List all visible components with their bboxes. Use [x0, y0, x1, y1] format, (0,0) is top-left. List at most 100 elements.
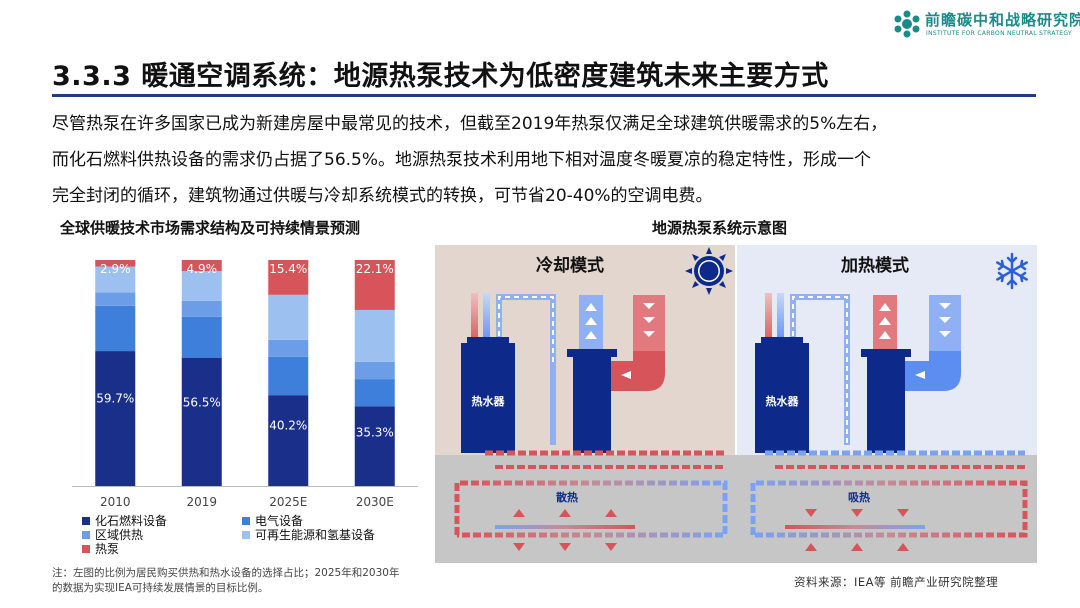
water-heater-pipe [777, 293, 784, 345]
water-heater-cap [467, 337, 509, 345]
sun-icon [685, 247, 733, 295]
water-heater-unit [461, 343, 515, 453]
data-label: 22.1% [356, 262, 394, 276]
bar-segment-2 [354, 379, 395, 407]
water-heater-label: 热水器 [766, 394, 800, 408]
hot-air-duct-elbow [611, 351, 665, 391]
heat-pump-unit [867, 349, 905, 453]
x-tick-label: 2025E [269, 495, 307, 509]
legend-label: 可再生能源和氢基设备 [255, 528, 376, 542]
data-label: 4.9% [187, 262, 218, 276]
legend-label: 区域供热 [95, 528, 144, 542]
legend-item: 可再生能源和氢基设备 [242, 526, 375, 543]
bar-segment-4 [354, 309, 395, 362]
diagram-title: 地源热泵系统示意图 [652, 219, 788, 237]
brand-name-cn: 前瞻碳中和战略研究院 [925, 11, 1080, 29]
bar-segment-3 [354, 361, 395, 380]
bar-segment-5 [268, 260, 309, 295]
bar-segment-2 [268, 356, 309, 396]
legend-item: 热泵 [82, 540, 119, 557]
bar-segment-3 [95, 292, 136, 306]
water-heater-pipe [483, 293, 490, 345]
bar-segment-4 [181, 271, 222, 301]
legend-swatch [242, 516, 250, 525]
stacked-bar-chart: 59.7% 2.9% 2010 56.5% 4.9% 2019 40.2% 15.4% 2025… [72, 260, 418, 509]
snowflake-icon [996, 252, 1028, 290]
supply-pipe [792, 296, 848, 445]
brand-logo: 前瞻碳中和战略研究院 INSTITUTE FOR CARBON NEUTRAL … [893, 8, 1080, 48]
ground-loop-center-cold [785, 525, 925, 529]
legend-swatch [82, 516, 90, 525]
legend-label: 化石燃料设备 [95, 514, 168, 528]
bar-segment-4 [268, 294, 309, 340]
bar-segment-5 [95, 260, 136, 267]
water-heater-pipe [471, 293, 478, 345]
data-source: 资料来源：IEA等 前瞻产业研究院整理 [794, 575, 999, 589]
ground-loop-outer [454, 480, 728, 538]
bar-segment-1 [354, 406, 395, 486]
bar-segment-5 [354, 260, 395, 310]
heat-pump-unit-top [567, 349, 617, 357]
ground-loop-outer [750, 480, 1028, 538]
brand-name-en: INSTITUTE FOR CARBON NEUTRAL STRATEGY [926, 30, 1072, 37]
bar-segment-1 [268, 395, 309, 486]
chart-footnote: 注：左图的比例为居民购买供热和热水设备的选择占比；2025年和2030年的数据为… [52, 567, 400, 594]
legend-item: 化石燃料设备 [82, 512, 167, 529]
flow-arrow [621, 371, 631, 379]
heat-release-label: 散热 [556, 490, 578, 504]
vent-arrows [939, 303, 951, 337]
bar-segment-5 [181, 260, 222, 272]
bar-segment-1 [181, 357, 222, 486]
legend-label: 热泵 [95, 542, 120, 556]
cold-air-duct-elbow [905, 351, 961, 391]
intro-line-3: 完全封闭的循环，建筑物通过供暖与冷却系统模式的转换，可节省20-40%的空调电费… [52, 186, 713, 206]
x-tick-label: 2019 [186, 495, 217, 509]
chart-legend: 化石燃料设备 电气设备区域供热 可再生能源和氢基设备热泵 [82, 512, 422, 556]
vent-arrows [879, 303, 891, 339]
title-divider [52, 94, 1036, 97]
geothermal-heat-pump-diagram: 冷却模式 加热模式 热水器 [435, 245, 1037, 563]
bar-segment-1 [95, 351, 136, 486]
legend-item: 区域供热 [82, 526, 143, 543]
vent-arrows [643, 303, 655, 337]
supply-pipe [498, 296, 554, 363]
legend-label: 电气设备 [255, 514, 304, 528]
heating-mode-label: 加热模式 [840, 255, 909, 276]
bar-segment-3 [181, 300, 222, 317]
data-label: 56.5% [183, 395, 221, 409]
heat-flow-arrows [513, 509, 909, 551]
intro-line-1: 尽管热泵在许多国家已成为新建房屋中最常见的技术，但截至2019年热泵仅满足全球建… [52, 114, 888, 134]
x-tick-label: 2030E [356, 495, 394, 509]
heat-absorb-label: 吸热 [848, 490, 870, 504]
ground-layer [435, 455, 1037, 563]
water-heater-unit [755, 343, 809, 453]
cooling-mode-label: 冷却模式 [536, 255, 604, 276]
data-label: 40.2% [269, 419, 307, 433]
data-label: 59.7% [96, 391, 134, 405]
water-heater-pipe [765, 293, 772, 345]
page-title: 3.3.3 暖通空调系统：地源热泵技术为低密度建筑未来主要方式 [52, 61, 829, 92]
data-label: 2.9% [100, 262, 131, 276]
intro-paragraph: 尽管热泵在许多国家已成为新建房屋中最常见的技术，但截至2019年热泵仅满足全球建… [52, 106, 1042, 214]
data-label: 35.3% [356, 426, 394, 440]
heat-pump-unit [573, 349, 611, 453]
x-tick-label: 2010 [100, 495, 131, 509]
flow-arrow [915, 371, 925, 379]
water-heater-label: 热水器 [472, 394, 506, 408]
legend-item: 电气设备 [242, 512, 303, 529]
vent-arrows [585, 303, 597, 339]
chart-title: 全球供暖技术市场需求结构及可持续情景预测 [60, 219, 361, 237]
bar-segment-3 [268, 339, 309, 357]
ground-loop-center-hot [495, 525, 635, 529]
brand-logo-icon [894, 10, 920, 38]
data-label: 15.4% [269, 262, 307, 276]
bar-segment-2 [181, 316, 222, 358]
water-heater-cap [761, 337, 803, 345]
legend-swatch [82, 544, 90, 553]
bar-segment-2 [95, 305, 136, 352]
legend-swatch [242, 530, 250, 539]
heat-pump-unit-top [861, 349, 911, 357]
intro-line-2: 而化石燃料供热设备的需求仍占据了56.5%。地源热泵技术利用地下相对温度冬暖夏凉… [52, 150, 872, 170]
legend-swatch [82, 530, 90, 539]
bar-segment-4 [95, 266, 136, 293]
